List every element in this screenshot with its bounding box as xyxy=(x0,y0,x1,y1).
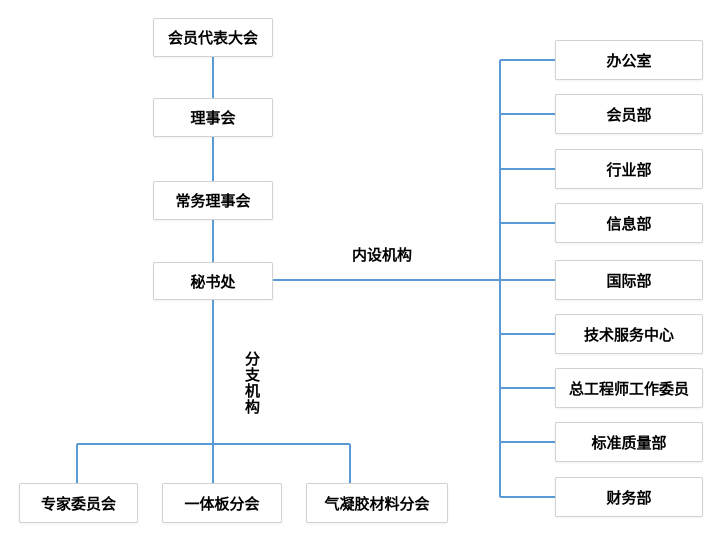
connector-line xyxy=(76,444,78,483)
dept-node-industry: 行业部 xyxy=(555,149,703,189)
connector-line xyxy=(212,57,214,98)
org-node-standing-council: 常务理事会 xyxy=(153,181,273,220)
connector-line xyxy=(500,113,555,115)
dept-node-standards-quality: 标准质量部 xyxy=(555,422,703,462)
dept-node-finance: 财务部 xyxy=(555,477,703,517)
connector-line xyxy=(212,300,214,483)
connector-line xyxy=(212,220,214,262)
dept-node-membership: 会员部 xyxy=(555,94,703,134)
branch-node-expert-committee: 专家委员会 xyxy=(19,483,138,523)
branch-node-integrated-board: 一体板分会 xyxy=(162,483,282,523)
connector-line xyxy=(349,444,351,483)
org-node-council: 理事会 xyxy=(153,98,273,137)
connector-line xyxy=(212,137,214,181)
connector-line xyxy=(500,387,555,389)
connector-line xyxy=(500,333,555,335)
dept-node-international: 国际部 xyxy=(555,260,703,300)
connector-line xyxy=(77,443,350,445)
connector-line xyxy=(499,60,501,497)
connector-line xyxy=(500,168,555,170)
connector-line xyxy=(500,496,555,498)
label-branch-orgs: 分支机构 xyxy=(244,351,260,416)
dept-node-information: 信息部 xyxy=(555,203,703,243)
connector-line xyxy=(500,222,555,224)
connector-line xyxy=(500,441,555,443)
label-internal-orgs: 内设机构 xyxy=(352,247,413,264)
dept-node-office: 办公室 xyxy=(555,40,703,80)
branch-node-aerogel-materials: 气凝胶材料分会 xyxy=(306,483,448,523)
dept-node-chief-engineer-committee: 总工程师工作委员 xyxy=(555,368,703,408)
org-node-secretariat: 秘书处 xyxy=(153,262,273,300)
connector-line xyxy=(273,279,555,281)
connector-line xyxy=(500,59,555,61)
org-node-member-congress: 会员代表大会 xyxy=(153,18,273,57)
dept-node-tech-service-center: 技术服务中心 xyxy=(555,314,703,354)
